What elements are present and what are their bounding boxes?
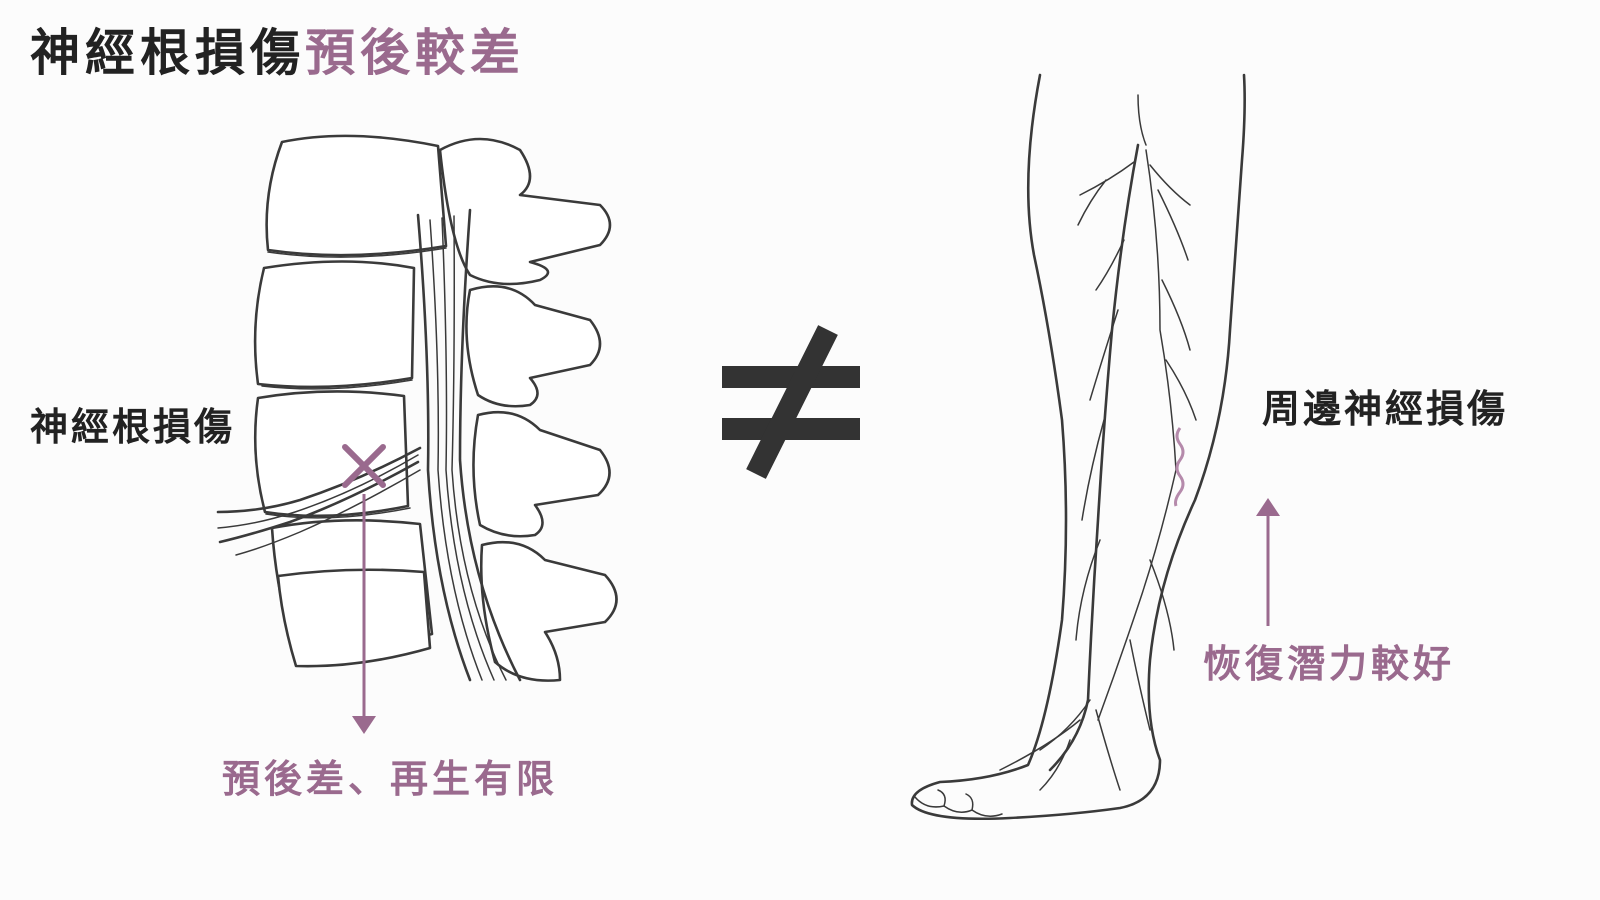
nerve-root-label: 神經根損傷 (30, 405, 236, 449)
peripheral-nerve-note: 恢復潛力較好 (1203, 642, 1456, 686)
peripheral-nerve-label: 周邊神經損傷 (1262, 387, 1509, 431)
leg-illustration (910, 73, 1246, 821)
page-title: 神經根損傷預後較差 (30, 28, 525, 78)
nerve-injury-mark (1174, 427, 1185, 507)
x-mark-icon (342, 444, 386, 488)
not-equal-icon (722, 325, 860, 479)
spine-illustration (216, 134, 618, 682)
nerve-root-note: 預後差、再生有限 (222, 757, 559, 801)
title-part-1: 神經根損傷 (30, 24, 305, 82)
title-part-2: 預後較差 (305, 24, 525, 82)
arrow-down-icon (352, 494, 376, 734)
arrow-up-icon (1256, 498, 1280, 626)
